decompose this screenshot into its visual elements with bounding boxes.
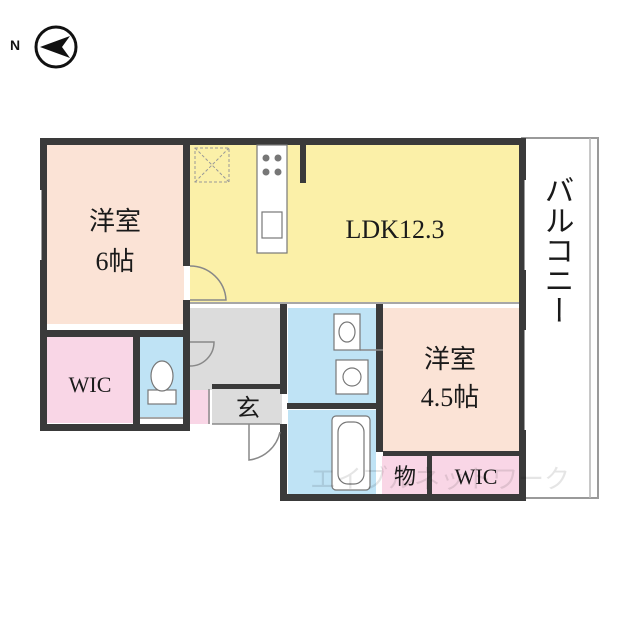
washbasin-icon [333,313,361,351]
hallway [190,308,282,390]
western-room-2-size: 4.5帖 [421,383,480,412]
wic-left-label: WIC [69,372,112,397]
north-compass-icon [34,25,78,69]
western-room-1 [46,144,184,324]
wic-right [432,456,520,494]
balcony: バルコニー [521,137,599,499]
wic-left [46,337,134,423]
stove-icon [262,154,282,176]
ldk-label: LDK12.3 [346,215,445,244]
partition-lines [38,180,528,430]
ldk-room [190,144,520,302]
compass-north-label: N [10,37,20,53]
western-room-1-label: 洋室 [89,207,141,236]
balcony-label: バルコニー [540,175,573,325]
western-room-2 [383,308,520,456]
storage-room [382,456,428,494]
entrance-label: 玄 [236,395,260,422]
entrance-hall [212,390,282,424]
kitchen-sink-icon [261,211,283,239]
storage-label: 物 [394,464,416,489]
walls [40,138,526,501]
western-room-1-size: 6帖 [95,247,134,276]
fridge-space-icon [194,147,230,183]
shoe-storage [190,390,210,424]
wic-right-label: WIC [455,464,498,489]
kitchen-counter [256,144,288,254]
bathtub-icon [331,415,371,491]
western-room-2-label: 洋室 [424,345,476,374]
door-swings [189,265,383,461]
toilet-icon [147,360,177,405]
compass: N [10,25,78,69]
watermark: エイブルネットワーク [310,464,570,494]
washing-machine-icon [335,359,369,395]
